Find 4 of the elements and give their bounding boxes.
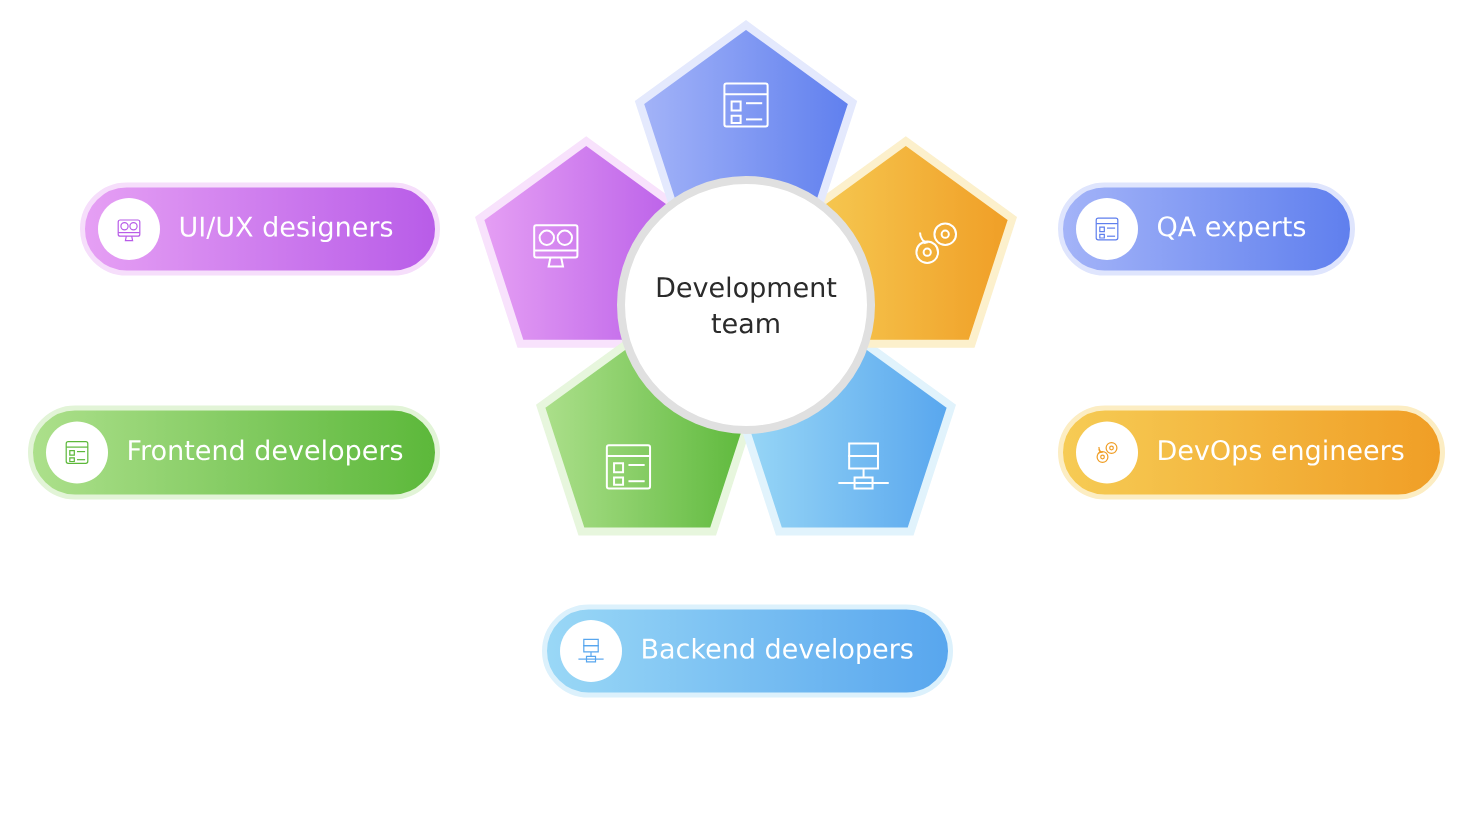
role-pill: UI/UX designers <box>80 182 440 276</box>
role-pill: Backend developers <box>542 604 953 698</box>
role-pill: Frontend developers <box>28 405 440 500</box>
role-pill: DevOps engineers <box>1058 405 1445 500</box>
